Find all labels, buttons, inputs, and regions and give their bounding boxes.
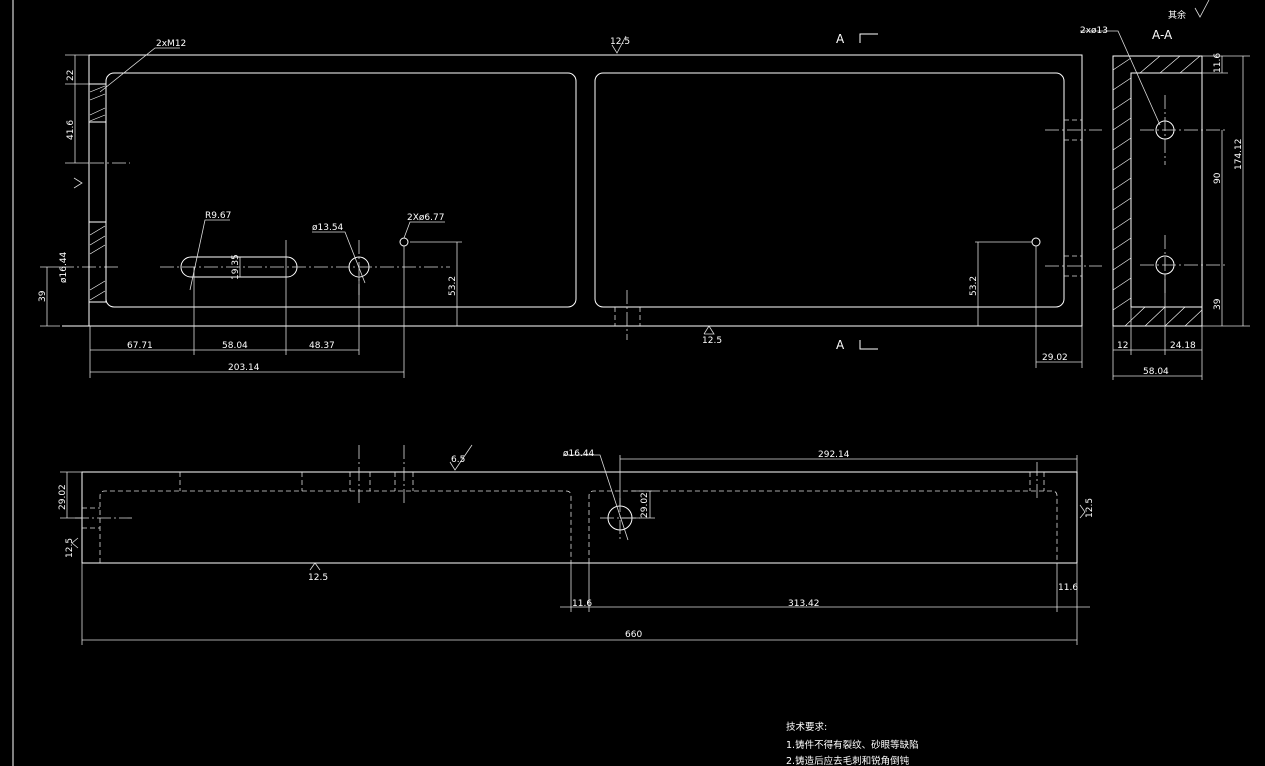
front-view: [60, 444, 1090, 645]
section-hatch: [1112, 55, 1203, 327]
front-view-outline: [81, 471, 1078, 564]
pocket-right-hidden: [588, 490, 1058, 563]
slot: [180, 256, 298, 278]
pocket-left: [105, 72, 577, 308]
hole-small-right: [1031, 237, 1041, 247]
pocket-left-hidden: [99, 490, 572, 563]
top-view: [40, 33, 1102, 378]
hole-small-left: [399, 237, 409, 247]
section-view: [1080, 0, 1250, 380]
top-view-outline: [88, 54, 1083, 327]
pocket-right: [594, 72, 1065, 308]
section-outline: [1112, 55, 1203, 327]
section-inner: [1130, 72, 1203, 308]
